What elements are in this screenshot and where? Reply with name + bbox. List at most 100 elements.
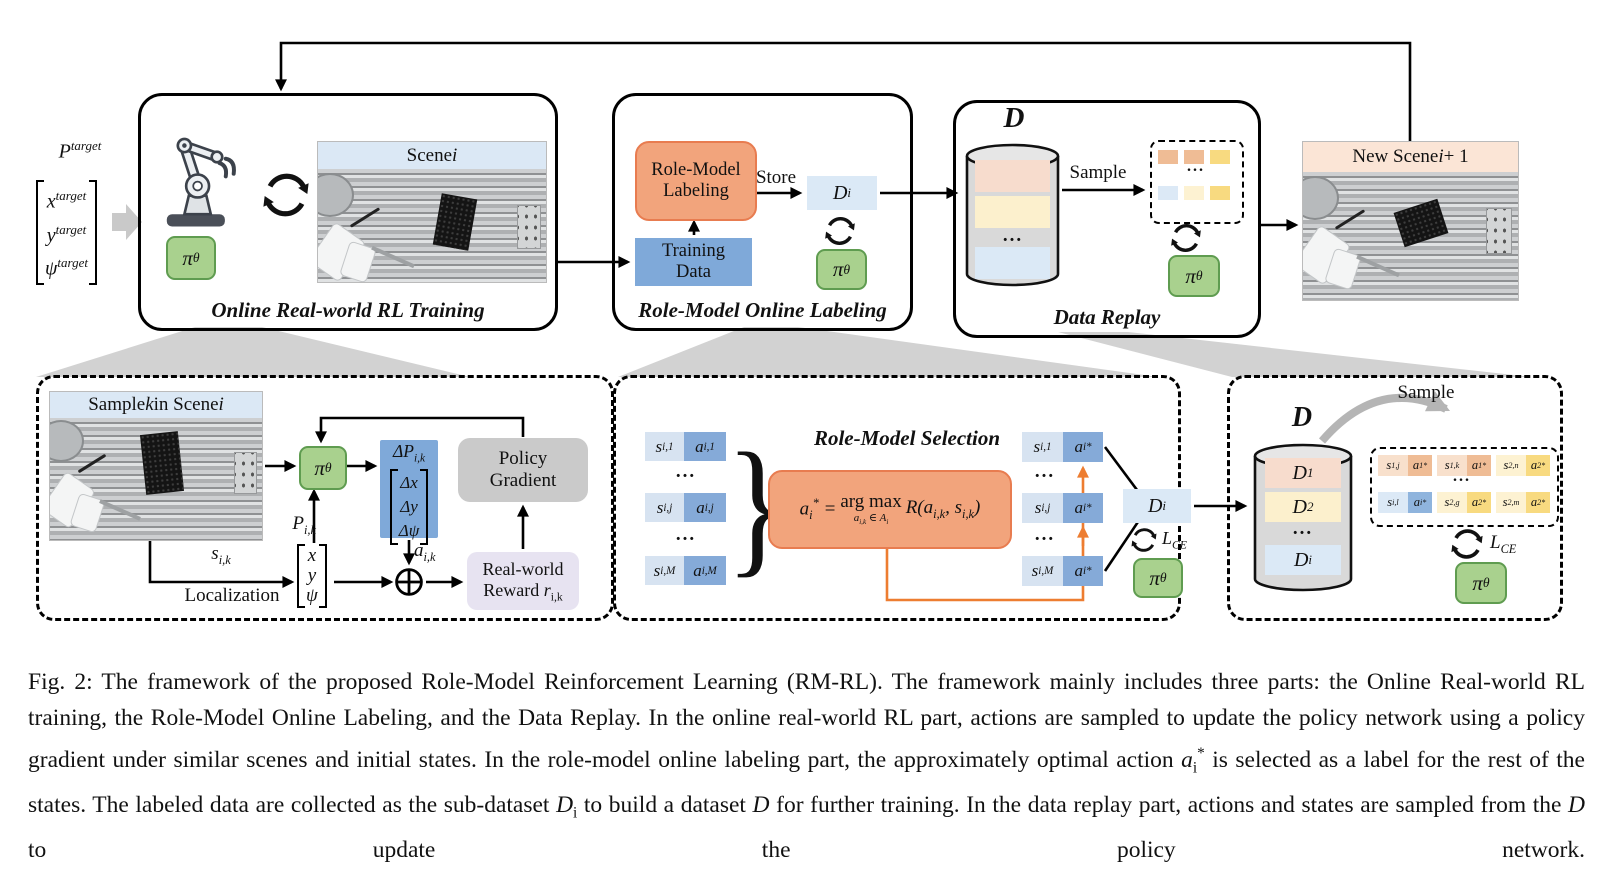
role-model-labeling-node: Role-Model Labeling: [635, 141, 757, 221]
ce-loss-label: LCE: [1162, 528, 1187, 552]
delta-pose-label: ΔPi,k: [392, 441, 425, 465]
rail-bracket: [234, 452, 257, 495]
wedge-box1: [36, 327, 470, 377]
localization-arrow: [148, 541, 295, 588]
reward-text: Real-world Reward ri,k: [482, 558, 564, 604]
wedge-box3: [1058, 332, 1532, 377]
ellipsis: ...: [1034, 461, 1056, 482]
rail-bracket: [517, 205, 541, 250]
box1-title: Online Real-world RL Training: [211, 298, 485, 322]
target-psi: ψtarget: [45, 255, 88, 280]
ce-loss-label: LCE: [1490, 532, 1517, 556]
real-world-reward-node: Real-world Reward ri,k: [467, 552, 579, 610]
pose-x: x: [307, 545, 317, 566]
policygradient-feedback-arrow: [315, 416, 525, 444]
box2-title: Role-Model Online Labeling: [638, 298, 887, 322]
sample-chip: [1184, 150, 1204, 164]
sample-curved-arrow: [1318, 391, 1451, 444]
cycle-icon: [263, 173, 309, 217]
formula-argmax: arg max: [840, 491, 902, 513]
dataset-band-1: [975, 160, 1050, 192]
cycle-icon: [1451, 529, 1483, 559]
selection-title: Role-Model Selection: [813, 426, 1001, 450]
dataset-dots: ...: [1002, 225, 1024, 246]
policy-gradient-node: Policy Gradient: [458, 438, 588, 502]
training-data-node: Training Data: [635, 238, 752, 286]
delta-psi: Δψ: [398, 520, 420, 540]
argmax-formula-node: ai* = arg max ai,k ∈ Ai R(ai,k, si,k): [768, 470, 1012, 549]
input-block-arrow-icon: [112, 204, 142, 240]
data-replay-detail-box: [1227, 375, 1563, 621]
sample-k-label: Sample k in Scene i: [50, 392, 262, 418]
formula-rhs: R(ai,k, si,k): [905, 497, 981, 521]
sample-label: Sample: [1069, 162, 1127, 183]
pose-psi: ψ: [306, 585, 318, 606]
ellipsis: ...: [1453, 468, 1471, 485]
delta-pose-node: ΔPi,k Δx Δy Δψ: [380, 440, 438, 545]
sample-chip: [1210, 186, 1230, 200]
new-scene-label: New Scene i + 1: [1303, 142, 1518, 172]
data-replay-box: Data Replay: [953, 100, 1261, 338]
cycle-icon: [1171, 224, 1201, 252]
sample-chip: [1184, 186, 1204, 200]
new-scene-photo: New Scene i + 1: [1303, 142, 1518, 300]
box3-title: Data Replay: [1053, 305, 1161, 329]
role-model-labeling-box: Role-Model Online Labeling: [612, 93, 913, 331]
ellipsis: ...: [1292, 518, 1314, 539]
sampled-pairs-box: [1370, 447, 1559, 527]
cycle-icon: [825, 217, 855, 245]
calibration-plate: [1393, 199, 1449, 248]
localization-label: Localization: [184, 585, 280, 606]
target-y: ytarget: [46, 221, 87, 247]
figure-caption: Fig. 2: The framework of the proposed Ro…: [28, 668, 1586, 864]
calibration-plate: [432, 193, 477, 251]
scene-i-photo: Scene i: [318, 142, 546, 282]
feedback-loop-arrow: [275, 41, 1412, 142]
pose-y: y: [307, 565, 317, 586]
sample-chip: [1158, 150, 1178, 164]
target-pose-vector: xtarget ytarget ψtarget: [36, 180, 97, 285]
role-model-labeling-text: Role-Model Labeling: [651, 160, 741, 201]
sample-k-image: [50, 418, 262, 540]
action-label: ai,k: [414, 540, 436, 564]
online-rl-training-box: Online Real-world RL Training: [138, 93, 558, 331]
sample-k-photo: Sample k in Scene i: [50, 392, 262, 540]
pose-label: Pi,k: [292, 513, 316, 537]
sample-chip: [1158, 186, 1178, 200]
target-pose-label: Ptarget: [58, 138, 102, 163]
calibration-plate: [140, 430, 185, 495]
rl-training-detail-box: [36, 375, 614, 621]
dataset-label: D: [1291, 402, 1313, 433]
delta-vector: Δx Δy Δψ: [389, 468, 429, 545]
new-scene-image: [1303, 172, 1518, 300]
ellipsis: ...: [675, 461, 697, 482]
scene-i-label: Scene i: [318, 142, 546, 169]
dataset-band-i: [975, 247, 1050, 279]
robot-arm-icon: [166, 137, 236, 227]
cycle-icon: [1131, 528, 1157, 552]
